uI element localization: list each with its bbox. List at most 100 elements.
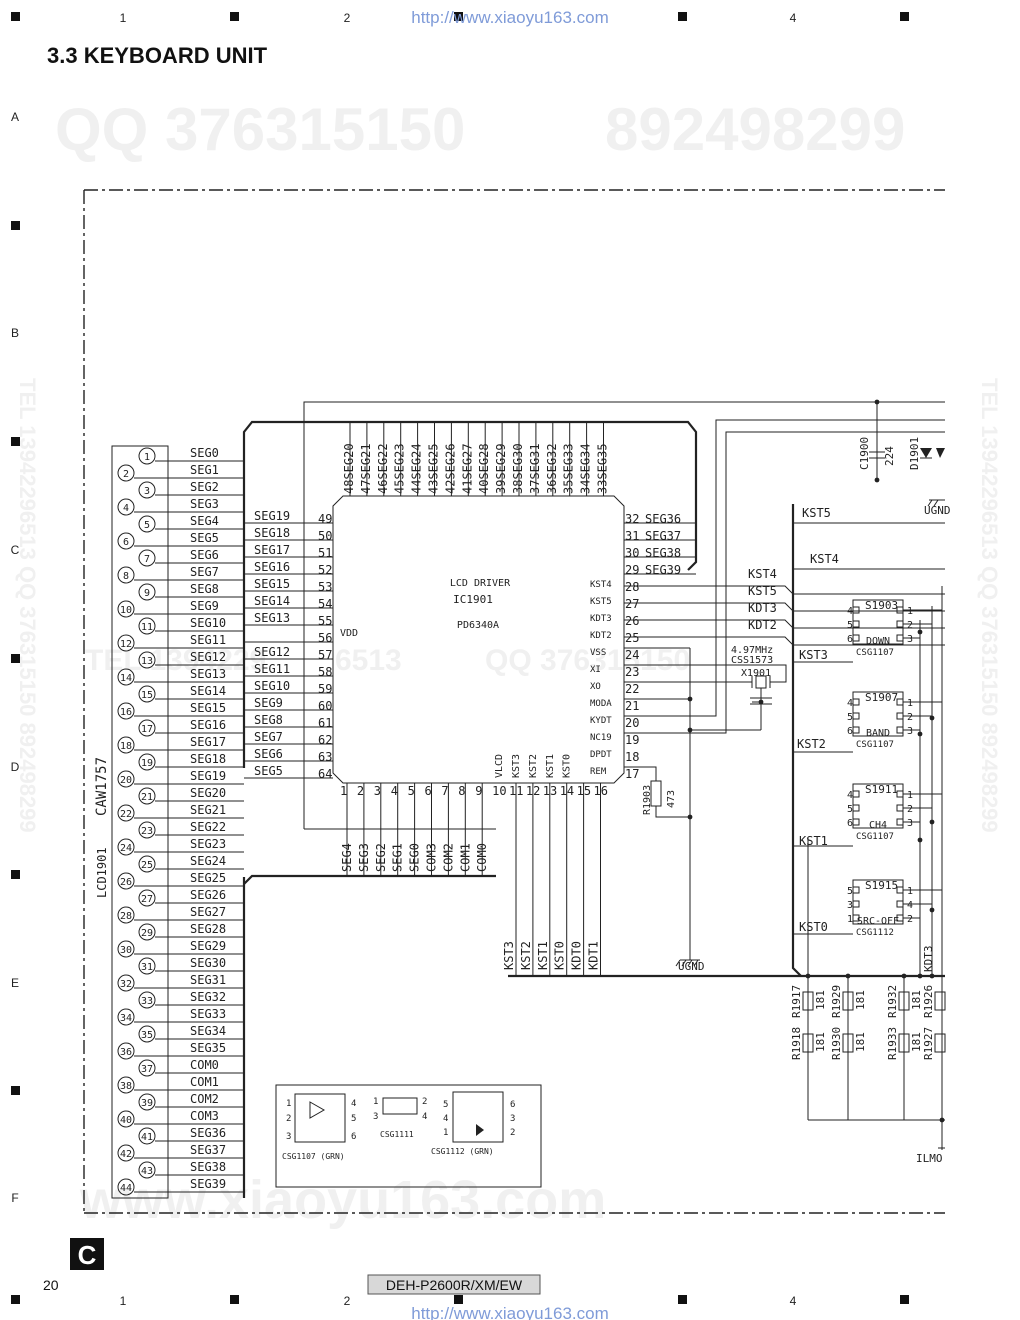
- ic-left-signal: SEG12: [254, 645, 290, 659]
- connector-pin-number: 42: [120, 1149, 132, 1160]
- connector-pin-number: 32: [120, 979, 132, 990]
- switch-pin: [852, 634, 860, 642]
- switch-pin-number: 5: [847, 712, 853, 723]
- grid-column-label: 4: [790, 1294, 797, 1308]
- ic-bottom-pin-number: 1: [340, 784, 347, 798]
- connector-signal: SEG15: [190, 701, 226, 715]
- grid-square: [230, 12, 239, 21]
- grid-row-label: A: [11, 110, 19, 124]
- switch-pin-number: 1: [907, 606, 913, 617]
- switch-pin-number: 6: [847, 634, 853, 645]
- crystal-freq: 4.97MHz: [731, 645, 773, 656]
- junction-dot: [917, 973, 923, 979]
- junction-dot: [939, 1117, 945, 1123]
- connector-pin-circle: [117, 940, 135, 958]
- connector-part: CAW1757: [94, 757, 110, 816]
- switch-pin: [852, 620, 860, 628]
- grid-column-label: 2: [344, 11, 351, 25]
- connector-pin-number: 37: [141, 1064, 153, 1075]
- junction-dot: [687, 727, 693, 733]
- net-kdt3-vertical: KDT3: [922, 946, 935, 973]
- connector-signal: SEG5: [190, 531, 219, 545]
- connector-signal: SEG16: [190, 718, 226, 732]
- connector-pin-number: 44: [120, 1183, 132, 1194]
- resistor-ref: R1933: [886, 1027, 899, 1060]
- legend-pin-number: 6: [351, 1132, 356, 1142]
- legend-pin-number: 4: [422, 1112, 427, 1122]
- switch-pin-number: 2: [907, 620, 913, 631]
- switch-pin-number: 3: [907, 726, 913, 737]
- ic-bottom-signal: SEG2: [374, 843, 388, 872]
- legend-pin-number: 5: [443, 1100, 448, 1110]
- connector-pin-number: 30: [120, 945, 132, 956]
- net-kst4-top: KST4: [810, 552, 839, 566]
- ic-left-pin-number: 62: [318, 733, 332, 747]
- ic-left-pin-number: 50: [318, 529, 332, 543]
- ic-bottom-signal: SEG4: [340, 843, 354, 872]
- watermark-tel-mid: TEL 1394229: [85, 644, 266, 677]
- grid-square: [678, 12, 687, 21]
- ic-top-pin-label: 44SEG24: [410, 443, 424, 494]
- switch-pin: [852, 900, 860, 908]
- ilmo-label: ILMO: [916, 1152, 943, 1165]
- ic-top-pin-label: 46SEG22: [376, 443, 390, 494]
- connector-pin-number: 23: [141, 826, 153, 837]
- bus-label: KST3: [502, 941, 516, 970]
- ic-right-top-signal: SEG37: [645, 529, 681, 543]
- ic-bottom-signal: SEG3: [357, 843, 371, 872]
- legend-pin-number: 4: [443, 1114, 448, 1124]
- junction-dot: [917, 731, 923, 737]
- connector-pin-circle: [138, 651, 156, 669]
- crystal-part: CSS1573: [731, 655, 773, 666]
- ic-left-pin-number: 55: [318, 614, 332, 628]
- connector-pin-number: 39: [141, 1098, 153, 1109]
- connector-pin-number: 25: [141, 860, 153, 871]
- connector-signal: SEG7: [190, 565, 219, 579]
- ic-left-signal: SEG13: [254, 611, 290, 625]
- grid-row-label: C: [11, 543, 20, 557]
- ic-left-signal: SEG8: [254, 713, 283, 727]
- switch-pin: [852, 804, 860, 812]
- switch-pin-number: 4: [907, 900, 913, 911]
- ic-right-pin-number: 28: [625, 580, 639, 594]
- resistor-value: 181: [814, 990, 827, 1010]
- switch-pin-number: 6: [847, 818, 853, 829]
- switch-pin-number: 3: [847, 900, 853, 911]
- ic-bottom-pin-number: 10: [492, 784, 506, 798]
- connector-signal: SEG29: [190, 939, 226, 953]
- grid-square: [11, 1295, 20, 1304]
- connector-pin-circle: [138, 957, 156, 975]
- ic-part: PD6340A: [457, 620, 499, 631]
- connector-pin-circle: [117, 1008, 135, 1026]
- connector-pin-circle: [138, 1161, 156, 1179]
- net-kst2: KST2: [797, 737, 826, 751]
- connector-signal: SEG0: [190, 446, 219, 460]
- legend-pin-number: 5: [351, 1114, 356, 1124]
- ic-left-signal: SEG5: [254, 764, 283, 778]
- switch-pin: [852, 818, 860, 826]
- ic-left-signal: SEG6: [254, 747, 283, 761]
- ic-bottom-pin-number: 8: [458, 784, 465, 798]
- switch-pin: [896, 804, 904, 812]
- connector-pin-number: 1: [144, 452, 150, 463]
- connector-signal: SEG9: [190, 599, 219, 613]
- legend-csg1112: CSG1112 (GRN): [431, 1147, 494, 1156]
- connector-signal: SEG11: [190, 633, 226, 647]
- ic-right-signal: KYDT: [590, 716, 612, 726]
- switch-pin: [852, 698, 860, 706]
- connector-pin-circle: [117, 1178, 135, 1196]
- watermark-qq-left: QQ 376315150: [55, 96, 465, 163]
- model-number: DEH-P2600R/XM/EW: [386, 1277, 523, 1293]
- ic-bottom-pin-number: 3: [374, 784, 381, 798]
- ic-left-pin-number: 64: [318, 767, 332, 781]
- ic-left-signal: SEG16: [254, 560, 290, 574]
- ic-right-signal: DPDT: [590, 750, 612, 760]
- connector-signal: SEG2: [190, 480, 219, 494]
- r1903-value: 473: [666, 790, 677, 808]
- connector-pin-number: 9: [144, 588, 150, 599]
- connector-signal: COM3: [190, 1109, 219, 1123]
- connector-signal: SEG24: [190, 854, 226, 868]
- ic-left-signal: SEG10: [254, 679, 290, 693]
- connector-pin-number: 34: [120, 1013, 132, 1024]
- connector-signal: SEG30: [190, 956, 226, 970]
